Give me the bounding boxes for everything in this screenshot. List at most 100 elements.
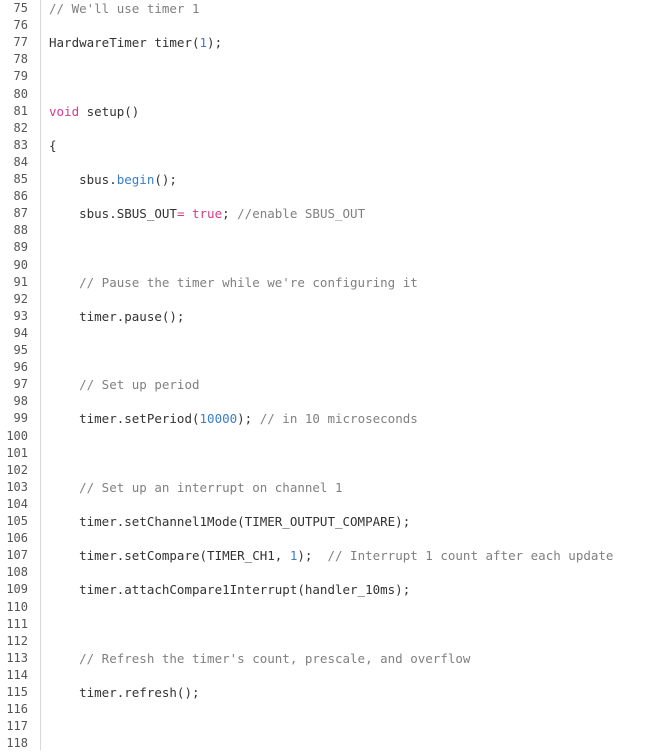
code-line[interactable]: 102 (0, 462, 667, 479)
line-number: 109 (6, 582, 28, 597)
code-line[interactable]: 80 (0, 86, 667, 103)
code-line[interactable]: 82 (0, 120, 667, 137)
code-token-plain: ; (222, 206, 238, 222)
code-line[interactable]: 84 (0, 154, 667, 171)
code-text: // Set up an interrupt on channel 1 (49, 479, 342, 496)
code-line[interactable]: 79 (0, 68, 667, 85)
line-number: 75 (13, 1, 28, 15)
code-line[interactable]: 105 timer.setChannel1Mode(TIMER_OUTPUT_C… (0, 513, 667, 530)
code-text: timer.setChannel1Mode(TIMER_OUTPUT_COMPA… (49, 513, 410, 530)
code-line[interactable]: 98 (0, 393, 667, 410)
code-line[interactable]: 103 // Set up an interrupt on channel 1 (0, 479, 667, 496)
line-number: 112 (6, 633, 28, 648)
code-text: sbus.SBUS_OUT= true; //enable SBUS_OUT (49, 205, 365, 222)
line-number: 108 (6, 565, 28, 580)
line-number-gutter (0, 0, 41, 750)
code-text: // Pause the timer while we're configuri… (49, 274, 418, 291)
code-line[interactable]: 88 (0, 222, 667, 239)
code-line[interactable]: 117 (0, 718, 667, 735)
code-token-plain: ); (207, 35, 223, 51)
code-line[interactable]: 97 // Set up period (0, 376, 667, 393)
code-token-plain: (); (154, 172, 177, 187)
line-number: 107 (6, 548, 28, 563)
line-number: 103 (6, 479, 28, 494)
code-token-plain: timer.refresh(); (49, 685, 200, 700)
code-token-plain: ); (237, 411, 260, 427)
code-token-number: 1 (289, 548, 298, 564)
code-token-comment: // Refresh the timer's count, prescale, … (49, 650, 471, 666)
code-text: sbus.begin(); (49, 171, 177, 188)
line-number: 89 (13, 240, 28, 255)
code-line[interactable]: 111 (0, 616, 667, 633)
code-token-plain: timer.attachCompare1Interrupt(handler_10… (49, 582, 411, 598)
line-number: 84 (13, 154, 28, 169)
code-line[interactable]: 115 timer.refresh(); (0, 684, 667, 701)
code-text: timer.setCompare(TIMER_CH1, 1); // Inter… (49, 547, 613, 564)
code-line[interactable]: 112 (0, 633, 667, 650)
code-line[interactable]: 85 sbus.begin(); (0, 171, 667, 188)
code-line[interactable]: 83{ (0, 137, 667, 154)
line-number: 101 (6, 445, 28, 460)
code-token-comment: // Set up period (49, 377, 200, 393)
line-number: 95 (13, 343, 28, 357)
code-line[interactable]: 110 (0, 599, 667, 616)
code-line[interactable]: 93 timer.pause(); (0, 308, 667, 325)
line-number: 87 (13, 206, 28, 221)
code-line[interactable]: 86 (0, 188, 667, 205)
code-line[interactable]: 95 (0, 342, 667, 359)
line-number: 118 (6, 736, 28, 751)
code-line[interactable]: 87 sbus.SBUS_OUT= true; //enable SBUS_OU… (0, 205, 667, 222)
line-number: 92 (13, 291, 28, 306)
code-text: // Set up period (49, 376, 200, 393)
code-line[interactable]: 91 // Pause the timer while we're config… (0, 274, 667, 291)
code-text: timer.refresh(); (49, 684, 200, 701)
code-token-plain: setup() (79, 103, 140, 119)
code-token-comment: //enable SBUS_OUT (237, 206, 366, 222)
code-line[interactable]: 114 (0, 667, 667, 684)
line-number: 96 (13, 360, 28, 375)
code-line[interactable]: 109 timer.attachCompare1Interrupt(handle… (0, 581, 667, 598)
code-token-plain: ); (297, 548, 328, 564)
code-text: timer.setPeriod(10000); // in 10 microse… (49, 410, 418, 427)
line-number: 81 (13, 103, 28, 118)
code-line[interactable]: 90 (0, 257, 667, 274)
code-token-comment: // in 10 microseconds (259, 411, 418, 427)
code-line[interactable]: 94 (0, 325, 667, 342)
code-line[interactable]: 100 (0, 428, 667, 445)
code-line[interactable]: 107 timer.setCompare(TIMER_CH1, 1); // I… (0, 547, 667, 564)
line-number: 114 (6, 667, 28, 682)
code-text: timer.pause(); (49, 308, 184, 325)
code-line[interactable]: 96 (0, 359, 667, 376)
code-token-number: 10000 (199, 411, 238, 427)
code-line[interactable]: 75// We'll use timer 1 (0, 0, 667, 17)
line-number: 102 (6, 462, 28, 477)
line-number: 117 (6, 719, 28, 734)
code-token-plain: timer.setCompare(TIMER_CH1, (49, 548, 290, 564)
code-line[interactable]: 89 (0, 239, 667, 256)
code-line[interactable]: 113 // Refresh the timer's count, presca… (0, 650, 667, 667)
line-number: 86 (13, 189, 28, 204)
code-token-plain: timer.pause(); (49, 308, 185, 324)
line-number: 99 (13, 411, 28, 426)
code-line[interactable]: 106 (0, 530, 667, 547)
code-line[interactable]: 104 (0, 496, 667, 513)
code-line[interactable]: 99 timer.setPeriod(10000); // in 10 micr… (0, 410, 667, 427)
code-token-comment: // Interrupt 1 count after each update (327, 548, 614, 564)
code-token-plain: HardwareTimer timer( (49, 35, 200, 51)
code-line[interactable]: 76 (0, 17, 667, 34)
line-number: 91 (13, 274, 28, 289)
line-number: 113 (6, 650, 28, 665)
code-line[interactable]: 118 (0, 735, 667, 752)
code-token-plain: timer.setChannel1Mode(TIMER_OUTPUT_COMPA… (49, 514, 411, 529)
code-line[interactable]: 101 (0, 445, 667, 462)
line-number: 82 (13, 120, 28, 135)
code-line[interactable]: 92 (0, 291, 667, 308)
line-number: 76 (13, 18, 28, 33)
code-token-plain: { (49, 137, 57, 153)
code-line[interactable]: 108 (0, 564, 667, 581)
code-line[interactable]: 116 (0, 701, 667, 718)
code-line[interactable]: 78 (0, 51, 667, 68)
